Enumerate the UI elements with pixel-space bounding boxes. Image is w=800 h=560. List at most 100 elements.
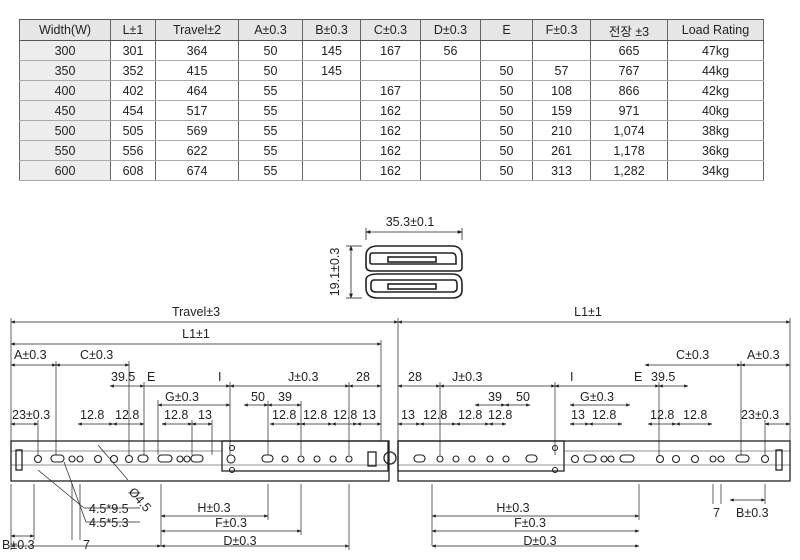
n50-right-label: 50 [516, 390, 530, 404]
n128-r3-label: 12.8 [488, 408, 512, 422]
f-right-label: F±0.3 [514, 516, 546, 530]
table-cell: 1,282 [590, 160, 668, 181]
n128-r5-label: 12.8 [650, 408, 674, 422]
table-cell: 36kg [667, 140, 764, 161]
b-left-label: B±0.3 [2, 538, 35, 552]
section-height-label: 19.1±0.3 [328, 248, 342, 297]
table-cell: 464 [155, 80, 239, 101]
i-right-label: I [570, 370, 573, 384]
e-right-label: E [634, 370, 642, 384]
table-cell: 400 [19, 80, 111, 101]
table-cell: 500 [19, 120, 111, 141]
n13-r2-label: 13 [571, 408, 585, 422]
header-cell: 전장 ±3 [590, 19, 668, 41]
table-cell: 40kg [667, 100, 764, 121]
b-right-label: B±0.3 [736, 506, 769, 520]
n128-l1-label: 12.8 [80, 408, 104, 422]
g-left-label: G±0.3 [165, 390, 199, 404]
table-cell: 364 [155, 40, 239, 61]
c-right-label: C±0.3 [676, 348, 709, 362]
table-cell: 145 [302, 40, 361, 61]
table-cell: 50 [480, 160, 533, 181]
table-cell: 1,178 [590, 140, 668, 161]
table-cell: 55 [238, 140, 303, 161]
n128-r1-label: 12.8 [423, 408, 447, 422]
table-cell: 608 [110, 160, 156, 181]
slot1-label: 4.5*9.5 [89, 502, 129, 516]
n39-right-label: 39 [488, 390, 502, 404]
n7-left-label: 7 [83, 538, 90, 552]
i-left-label: I [218, 370, 221, 384]
n23-left-label: 23±0.3 [12, 408, 50, 422]
n128-r6-label: 12.8 [683, 408, 707, 422]
j-left-label: J±0.3 [288, 370, 319, 384]
n50-left-label: 50 [251, 390, 265, 404]
table-cell: 162 [360, 100, 421, 121]
table-cell: 162 [360, 160, 421, 181]
table-cell: 600 [19, 160, 111, 181]
g-right-label: G±0.3 [580, 390, 614, 404]
n128-l5-label: 12.8 [303, 408, 327, 422]
cross-section-profile [346, 228, 463, 299]
table-cell: 162 [360, 140, 421, 161]
table-cell: 402 [110, 80, 156, 101]
header-cell: L±1 [110, 19, 156, 41]
c-left-label: C±0.3 [80, 348, 113, 362]
header-cell: B±0.3 [302, 19, 361, 41]
n7-right-label: 7 [713, 506, 720, 520]
table-header-row: Width(W) L±1 Travel±2 A±0.3 B±0.3 C±0.3 … [19, 19, 764, 41]
header-cell: Width(W) [19, 19, 111, 41]
phi-label: Ø4.5 [126, 485, 154, 515]
table-cell: 50 [480, 120, 533, 141]
n13-r1-label: 13 [401, 408, 415, 422]
e-left-label: E [147, 370, 155, 384]
n128-l6-label: 12.8 [333, 408, 357, 422]
n28-left-label: 28 [356, 370, 370, 384]
table-cell: 505 [110, 120, 156, 141]
n13-l2-label: 13 [362, 408, 376, 422]
n28-right-label: 28 [408, 370, 422, 384]
table-cell: 352 [110, 60, 156, 81]
n128-r2-label: 12.8 [458, 408, 482, 422]
n39-left-label: 39 [278, 390, 292, 404]
holes-right [413, 444, 770, 474]
travel-label: Travel±3 [172, 305, 220, 319]
slot2-label: 4.5*5.3 [89, 516, 129, 530]
table-cell: 971 [590, 100, 668, 121]
table-cell: 167 [360, 80, 421, 101]
slide-rails [10, 440, 791, 482]
table-cell: 210 [532, 120, 591, 141]
header-cell: C±0.3 [360, 19, 421, 41]
j-right-label: J±0.3 [452, 370, 483, 384]
header-cell: Load Rating [667, 19, 764, 41]
l1-right-label: L1±1 [574, 305, 602, 319]
n395-left-label: 39.5 [111, 370, 135, 384]
header-cell: Travel±2 [155, 19, 239, 41]
table-cell: 55 [238, 100, 303, 121]
header-cell: F±0.3 [532, 19, 591, 41]
table-cell: 450 [19, 100, 111, 121]
a-left-label: A±0.3 [14, 348, 47, 362]
a-right-label: A±0.3 [747, 348, 780, 362]
holes-left [33, 444, 353, 474]
n128-r4-label: 12.8 [592, 408, 616, 422]
table-cell: 34kg [667, 160, 764, 181]
table-cell: 47kg [667, 40, 764, 61]
spec-table: Width(W) L±1 Travel±2 A±0.3 B±0.3 C±0.3 … [19, 19, 764, 181]
d-right-label: D±0.3 [523, 534, 556, 548]
table-cell: 350 [19, 60, 111, 81]
table-cell: 300 [19, 40, 111, 61]
n128-l2-label: 12.8 [115, 408, 139, 422]
l1-left-label: L1±1 [182, 327, 210, 341]
table-cell: 301 [110, 40, 156, 61]
table-cell: 108 [532, 80, 591, 101]
n23-right-label: 23±0.3 [741, 408, 779, 422]
f-left-label: F±0.3 [215, 516, 247, 530]
n13-l1-label: 13 [198, 408, 212, 422]
d-left-label: D±0.3 [223, 534, 256, 548]
n395-right-label: 39.5 [651, 370, 675, 384]
